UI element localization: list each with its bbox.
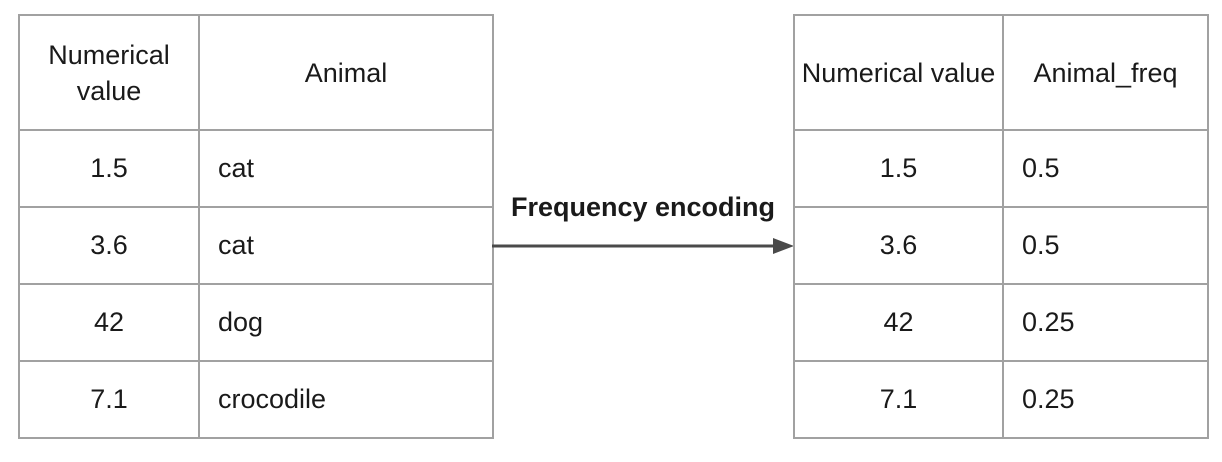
animal-freq-column-header: Animal_freq (1002, 14, 1209, 131)
table-row: 42 0.25 (793, 283, 1209, 362)
animal-freq-cell: 0.25 (1002, 283, 1209, 362)
original-data-table: Numerical value Animal 1.5 cat 3.6 cat 4… (18, 14, 494, 439)
table-row: 1.5 0.5 (793, 129, 1209, 208)
numerical-value-cell: 42 (18, 283, 200, 362)
numerical-value-cell: 1.5 (18, 129, 200, 208)
numerical-value-cell: 42 (793, 283, 1004, 362)
arrow-label: Frequency encoding (510, 192, 776, 222)
animal-freq-cell: 0.5 (1002, 206, 1209, 285)
numerical-value-cell: 7.1 (18, 360, 200, 439)
right-arrow-icon (492, 238, 794, 254)
numerical-value-cell: 1.5 (793, 129, 1004, 208)
numerical-value-cell: 3.6 (18, 206, 200, 285)
animal-cell: dog (198, 283, 494, 362)
encoded-data-table: Numerical value Animal_freq 1.5 0.5 3.6 … (793, 14, 1209, 439)
numerical-value-column-header: Numerical value (793, 14, 1004, 131)
numerical-value-cell: 3.6 (793, 206, 1004, 285)
numerical-value-column-header: Numerical value (18, 14, 200, 131)
numerical-value-cell: 7.1 (793, 360, 1004, 439)
table-row: 3.6 0.5 (793, 206, 1209, 285)
table-header-row: Numerical value Animal (18, 14, 494, 131)
animal-freq-cell: 0.5 (1002, 129, 1209, 208)
table-row: 1.5 cat (18, 129, 494, 208)
animal-freq-cell: 0.25 (1002, 360, 1209, 439)
table-row: 3.6 cat (18, 206, 494, 285)
animal-cell: cat (198, 129, 494, 208)
table-row: 42 dog (18, 283, 494, 362)
table-header-row: Numerical value Animal_freq (793, 14, 1209, 131)
table-row: 7.1 0.25 (793, 360, 1209, 439)
animal-cell: cat (198, 206, 494, 285)
table-row: 7.1 crocodile (18, 360, 494, 439)
animal-cell: crocodile (198, 360, 494, 439)
animal-column-header: Animal (198, 14, 494, 131)
